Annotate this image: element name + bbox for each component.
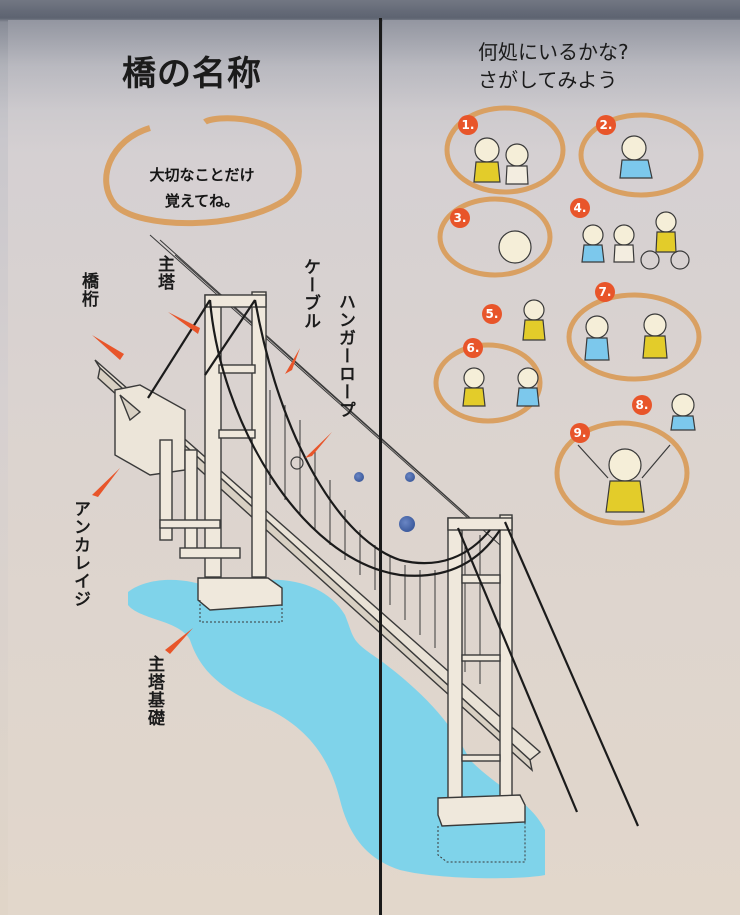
badge-7: 7. [595,282,615,302]
badge-9: 9. [570,423,590,443]
badge-3: 3. [450,208,470,228]
label-cable: ケーブル [300,258,320,330]
label-girder: 橋桁 [78,272,98,308]
anchorage [114,384,186,476]
door-knob[interactable] [399,516,415,532]
memo-text: 大切なことだけ 覚えてね。 [128,162,276,214]
door-divider [379,18,382,915]
left-tower [159,291,283,611]
memo-line-2: 覚えてね。 [164,192,240,210]
page-title: 橋の名称 [122,54,262,94]
memo-ring [103,115,302,227]
door-pin-left [354,472,364,482]
characters [462,135,696,513]
label-tower-foundation: 主塔基礎 [144,655,164,727]
label-hanger-rope: ハンガーロープ [335,293,355,419]
badge-4: 4. [570,198,590,218]
label-anchorage: アンカレイジ [70,500,90,608]
find-rings [433,105,704,526]
find-title-line-2: さがしてみよう [478,68,618,92]
badge-5: 5. [482,304,502,324]
label-tower: 主塔 [154,255,174,291]
badge-8: 8. [632,395,652,415]
badge-1: 1. [458,115,478,135]
find-title-line-1: 何処にいるかな? [478,40,629,64]
water-area [128,579,545,879]
right-tower [437,514,526,827]
badge-6: 6. [463,338,483,358]
main-cables [147,299,640,827]
label-pointers [92,312,332,654]
memo-line-1: 大切なことだけ [149,166,255,184]
badge-2: 2. [596,115,616,135]
find-title: 何処にいるかな? さがしてみよう [478,38,629,94]
door-pin-right [405,472,415,482]
